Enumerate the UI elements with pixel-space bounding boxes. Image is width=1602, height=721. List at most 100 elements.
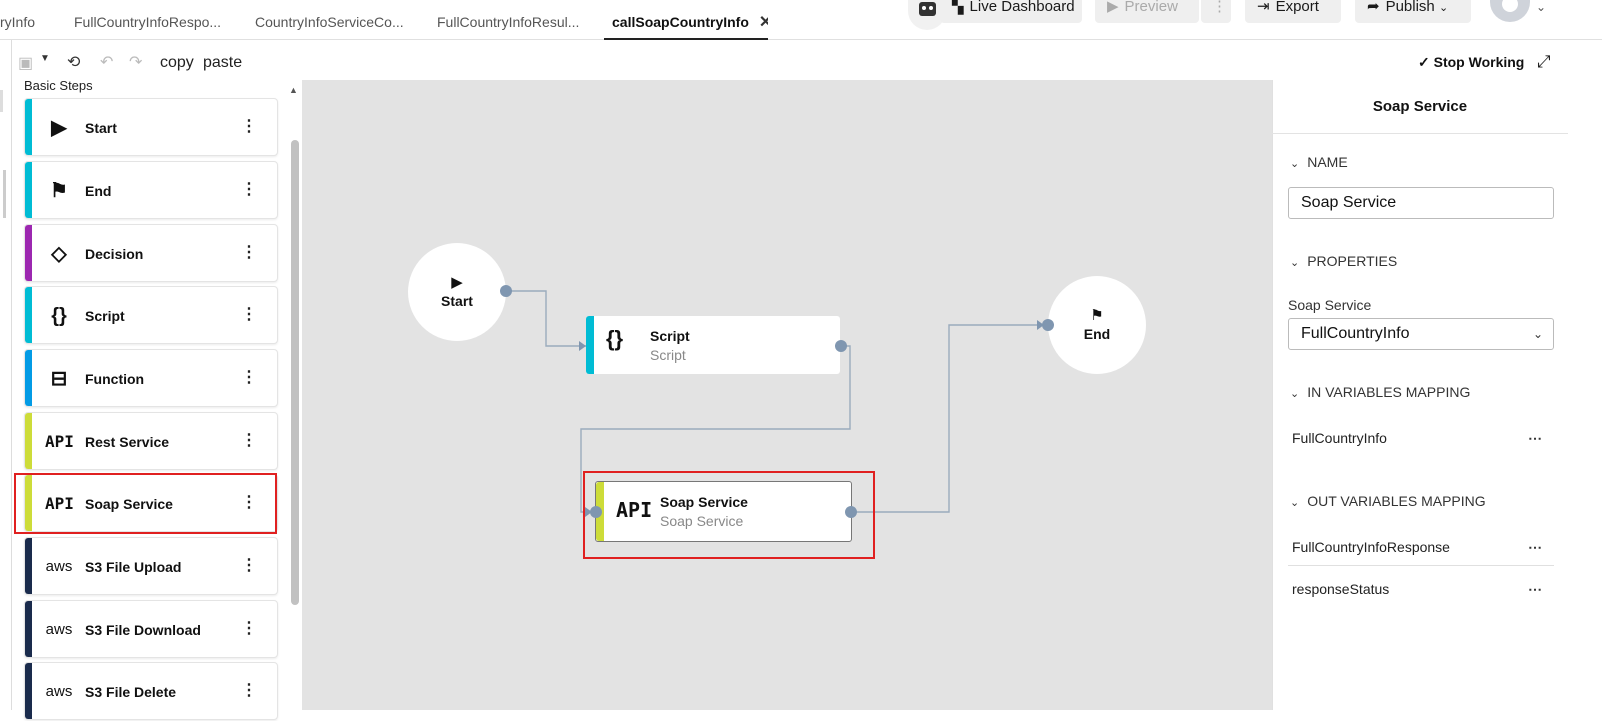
in-variable-row[interactable]: FullCountryInfo⋯ <box>1288 419 1554 457</box>
end-in-port[interactable] <box>1042 319 1054 331</box>
history-icon[interactable]: ⟲ <box>67 54 81 71</box>
palette-title: Basic Steps <box>24 78 93 93</box>
edge-arrowhead <box>579 341 586 351</box>
palette-item-label: Rest Service <box>85 434 170 450</box>
edge-script-soap <box>580 345 851 513</box>
start-node[interactable]: ▶ Start <box>408 243 506 341</box>
more-vertical-icon[interactable]: ⋮ <box>241 369 257 386</box>
divider <box>1272 133 1568 134</box>
flow-canvas[interactable] <box>302 80 1272 710</box>
palette-scrollbar[interactable] <box>291 140 299 605</box>
palette-item-function[interactable]: ⊟Function⋮ <box>24 349 278 407</box>
undo-icon[interactable]: ↶ <box>100 54 114 71</box>
palette-item-script[interactable]: {}Script⋮ <box>24 286 278 344</box>
diamond-icon: ◇ <box>51 243 67 265</box>
palette-item-label: Function <box>85 371 145 387</box>
chevron-down-icon: ⌄ <box>1438 2 1449 14</box>
edge-start-script <box>506 290 586 347</box>
out-variable-row[interactable]: responseStatus⋯ <box>1288 570 1554 608</box>
stop-working-button[interactable]: ✓ Stop Working <box>1418 54 1524 71</box>
more-vertical-icon[interactable]: ⋮ <box>241 620 257 637</box>
tab-label: FullCountryInfoRespo... <box>74 14 222 30</box>
palette-item-label: Start <box>85 120 117 136</box>
more-vertical-icon[interactable]: ⋮ <box>241 181 257 198</box>
palette-item-accent <box>25 225 32 281</box>
publish-label: Publish <box>1385 0 1435 15</box>
more-vertical-icon[interactable]: ⋮ <box>241 118 257 135</box>
soap-node-title: Soap Service <box>660 494 748 510</box>
chevron-down-icon: ⌄ <box>1290 158 1300 170</box>
live-dashboard-label: Live Dashboard <box>969 0 1075 15</box>
soap-service-select[interactable]: FullCountryInfo ⌄ <box>1288 318 1554 350</box>
publish-button[interactable]: ➦Publish ⌄ <box>1355 0 1471 23</box>
properties-section-header[interactable]: ⌄PROPERTIES <box>1290 253 1397 269</box>
more-horizontal-icon[interactable]: ⋯ <box>1528 539 1542 555</box>
tab-fullcountryinforesult[interactable]: FullCountryInfoResul... <box>437 0 597 40</box>
more-vertical-icon[interactable]: ⋮ <box>241 494 257 511</box>
live-dashboard-button[interactable]: ▚Live Dashboard <box>940 0 1082 23</box>
start-out-port[interactable] <box>500 285 512 297</box>
palette-item-accent <box>25 601 32 657</box>
robot-icon[interactable] <box>908 0 946 30</box>
edge-arrowhead <box>1037 320 1044 330</box>
scroll-up-arrow[interactable]: ▲ <box>289 85 298 95</box>
palette-item-accent <box>25 475 32 531</box>
avatar[interactable] <box>1490 0 1530 22</box>
script-out-port[interactable] <box>835 340 847 352</box>
copy-button[interactable]: copy <box>160 54 194 71</box>
soap-service-label: Soap Service <box>1288 297 1372 313</box>
tab-countryinfoservice[interactable]: CountryInfoServiceCo... <box>255 0 415 40</box>
palette-item-label: End <box>85 183 112 199</box>
redo-icon[interactable]: ↷ <box>129 54 143 71</box>
chevron-down-icon: ⌄ <box>1290 388 1300 400</box>
tab-fullcountryinforesponse[interactable]: FullCountryInfoRespo... <box>74 0 234 40</box>
check-circle-icon: ✓ <box>1418 54 1430 70</box>
out-variables-section-header[interactable]: ⌄ OUT VARIABLES MAPPING <box>1290 493 1486 509</box>
panel-title: Soap Service <box>1372 98 1468 115</box>
properties-panel <box>1272 80 1568 710</box>
tab-ryinfo[interactable]: ryInfo <box>0 0 46 40</box>
more-horizontal-icon[interactable]: ⋯ <box>1528 581 1542 597</box>
palette-item-start[interactable]: ▶Start⋮ <box>24 98 278 156</box>
more-vertical-icon[interactable]: ⋮ <box>241 432 257 449</box>
name-input[interactable]: Soap Service <box>1288 187 1554 219</box>
more-vertical-icon[interactable]: ⋮ <box>241 306 257 323</box>
chevron-down-icon: ⌄ <box>1290 497 1300 509</box>
export-button[interactable]: ⇥Export <box>1245 0 1341 23</box>
expand-icon[interactable]: ⤢ <box>1537 52 1551 71</box>
close-icon[interactable]: ✕ <box>759 14 768 31</box>
chevron-down-icon[interactable]: ⌄ <box>1536 0 1547 14</box>
section-label: OUT VARIABLES MAPPING <box>1307 493 1486 509</box>
more-vertical-icon[interactable]: ⋮ <box>241 682 257 699</box>
palette-highlight-box <box>14 473 277 534</box>
palette-item-decision[interactable]: ◇Decision⋮ <box>24 224 278 282</box>
save-icon[interactable]: ▣ <box>18 55 34 72</box>
out-variable-row[interactable]: FullCountryInfoResponse⋯ <box>1288 528 1554 566</box>
api-icon: API <box>45 494 74 513</box>
script-node[interactable]: {} Script Script <box>586 316 840 374</box>
tab-label: callSoapCountryInfo <box>612 14 749 30</box>
more-horizontal-icon[interactable]: ⋯ <box>1528 430 1542 446</box>
in-variables-section-header[interactable]: ⌄IN VARIABLES MAPPING <box>1290 384 1470 400</box>
soap-out-port[interactable] <box>845 506 857 518</box>
braces-icon: {} <box>606 326 624 351</box>
chevron-down-icon[interactable]: ▼ <box>40 53 50 64</box>
export-label: Export <box>1275 0 1319 15</box>
preview-button[interactable]: ▶Preview <box>1095 0 1199 23</box>
preview-more-button[interactable]: ⋮ <box>1201 0 1231 23</box>
tab-callsoapcountryinfo[interactable]: callSoapCountryInfo ✕ <box>604 0 768 40</box>
paste-button[interactable]: paste <box>203 54 243 71</box>
soap-service-node[interactable]: API Soap Service Soap Service <box>595 481 852 542</box>
soap-in-port[interactable] <box>590 506 602 518</box>
name-section-header[interactable]: ⌄NAME <box>1290 154 1348 170</box>
more-vertical-icon[interactable]: ⋮ <box>241 244 257 261</box>
end-node[interactable]: ⚑ End <box>1048 276 1146 374</box>
more-vertical-icon[interactable]: ⋮ <box>241 557 257 574</box>
end-node-label: End <box>1083 326 1111 342</box>
palette-item-end[interactable]: ⚑End⋮ <box>24 161 278 219</box>
